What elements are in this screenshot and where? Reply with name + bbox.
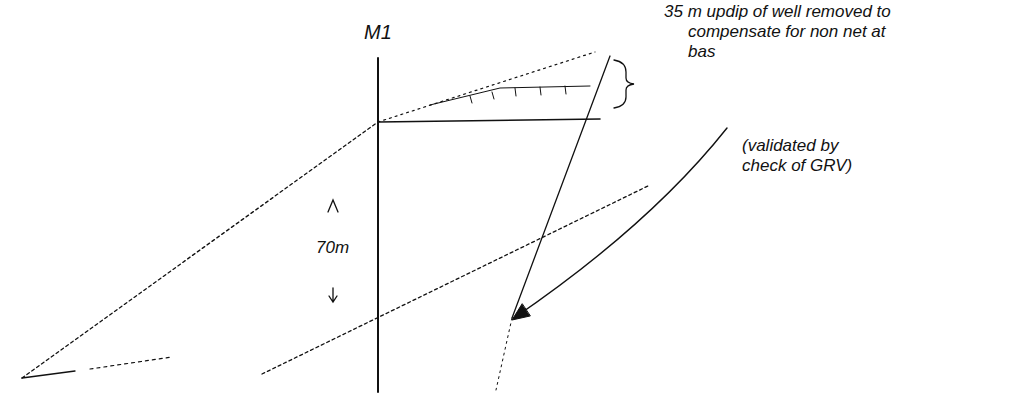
well-line	[377, 58, 379, 392]
note-text: (validated by check of GRV)	[742, 136, 860, 176]
wedge-base	[22, 371, 75, 378]
fault-line	[512, 56, 610, 318]
removed-wedge-hatch	[430, 86, 590, 105]
top-horizon-updip	[378, 52, 595, 122]
wedge-base-dashed	[90, 357, 172, 369]
fault-line-lower	[496, 318, 512, 390]
callout-arrowhead	[512, 304, 530, 320]
dimension-arrow-down	[329, 288, 337, 302]
thickness-dimension: 70m	[316, 238, 349, 258]
cutoff-line	[378, 119, 600, 122]
base-horizon	[262, 185, 650, 374]
note-text: 35 m updip of well removed to compensate…	[664, 2, 893, 62]
well-name: M1	[364, 22, 392, 42]
dimension-arrow-up	[328, 200, 338, 212]
top-horizon	[22, 122, 378, 378]
callout-arrow	[514, 128, 727, 318]
brace	[614, 60, 634, 108]
